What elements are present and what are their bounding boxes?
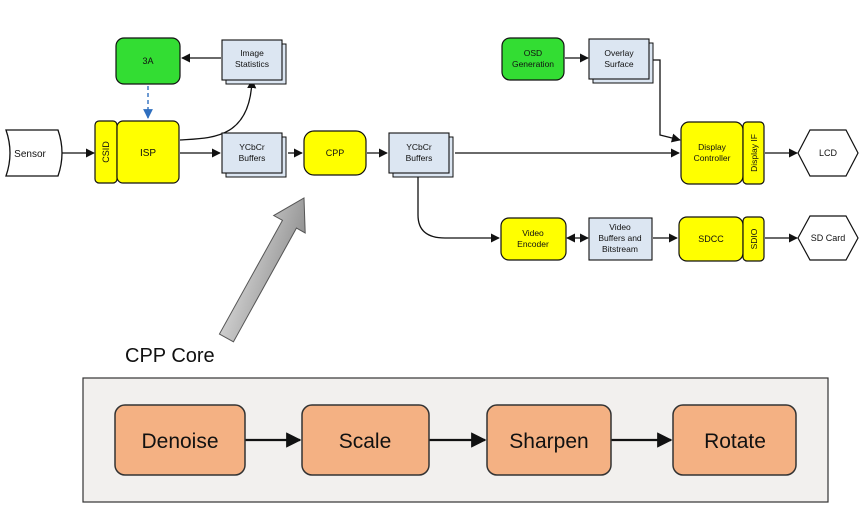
image-statistics-label-1: Image [240, 48, 264, 58]
video-encoder-label-1: Video [522, 228, 544, 238]
osd-generation-label-2: Generation [512, 59, 554, 69]
ycbcr-buffers-2-label-1: YCbCr [406, 142, 432, 152]
ycbcr-buffers-1-block: YCbCr Buffers [221, 132, 287, 178]
buffers-to-encoder-arrow [417, 176, 500, 243]
cpp-core-title: CPP Core [125, 345, 215, 367]
stage-denoise-label: Denoise [141, 430, 218, 453]
cpp-label: CPP [326, 148, 345, 158]
csid-block: CSID [94, 120, 118, 184]
sensor-label: Sensor [14, 149, 46, 160]
video-encoder-block: Video Encoder [500, 217, 567, 261]
video-buffers-label-2: Buffers and [598, 233, 642, 243]
cpp-block: CPP [303, 130, 367, 176]
video-buffers-block: Video Buffers and Bitstream [588, 217, 653, 261]
isp-label: ISP [140, 148, 156, 159]
osd-generation-block: OSD Generation [501, 37, 565, 81]
lcd-block: LCD [797, 129, 859, 177]
csid-label: CSID [101, 141, 111, 163]
image-statistics-label-2: Statistics [235, 59, 269, 69]
ycbcr-buffers-2-label-2: Buffers [406, 153, 433, 163]
display-if-block: Display IF [742, 121, 765, 185]
video-buffers-label-3: Bitstream [602, 244, 638, 254]
video-encoder-label-2: Encoder [517, 239, 549, 249]
ycbcr-buffers-1-label-1: YCbCr [239, 142, 265, 152]
3a-label: 3A [142, 56, 153, 66]
display-controller-label-1: Display [698, 142, 727, 152]
stage-sharpen: Sharpen [486, 404, 612, 476]
stage-rotate: Rotate [672, 404, 797, 476]
connectors [58, 53, 798, 243]
sdcc-label: SDCC [698, 234, 724, 244]
sensor-block: Sensor [5, 129, 63, 177]
stage-scale-label: Scale [339, 430, 392, 453]
sd-card-label: SD Card [811, 233, 846, 243]
sdio-block: SDIO [742, 216, 765, 262]
display-controller-label-2: Controller [694, 153, 731, 163]
isp-to-stats-arrow [179, 79, 257, 141]
video-buffers-label-1: Video [609, 222, 631, 232]
display-if-label: Display IF [749, 134, 759, 172]
display-controller-block: Display Controller [680, 121, 744, 185]
sdio-label: SDIO [749, 228, 759, 249]
3a-block: 3A [115, 37, 181, 85]
sd-card-block: SD Card [797, 215, 859, 261]
lcd-label: LCD [819, 148, 838, 158]
image-statistics-block: Image Statistics [221, 39, 287, 85]
overlay-surface-label-1: Overlay [604, 48, 634, 58]
stage-sharpen-label: Sharpen [509, 430, 588, 453]
isp-block: ISP [116, 120, 180, 184]
stage-scale: Scale [301, 404, 430, 476]
overlay-surface-block: Overlay Surface [588, 38, 654, 84]
ycbcr-buffers-1-label-2: Buffers [239, 153, 266, 163]
stage-denoise: Denoise [114, 404, 246, 476]
overlay-to-display-arrow [650, 59, 681, 143]
overlay-surface-label-2: Surface [604, 59, 634, 69]
ycbcr-buffers-2-block: YCbCr Buffers [388, 132, 454, 178]
sdcc-block: SDCC [678, 216, 744, 262]
zoom-arrow [218, 197, 306, 343]
osd-generation-label-1: OSD [524, 48, 542, 58]
stage-rotate-label: Rotate [704, 430, 766, 453]
